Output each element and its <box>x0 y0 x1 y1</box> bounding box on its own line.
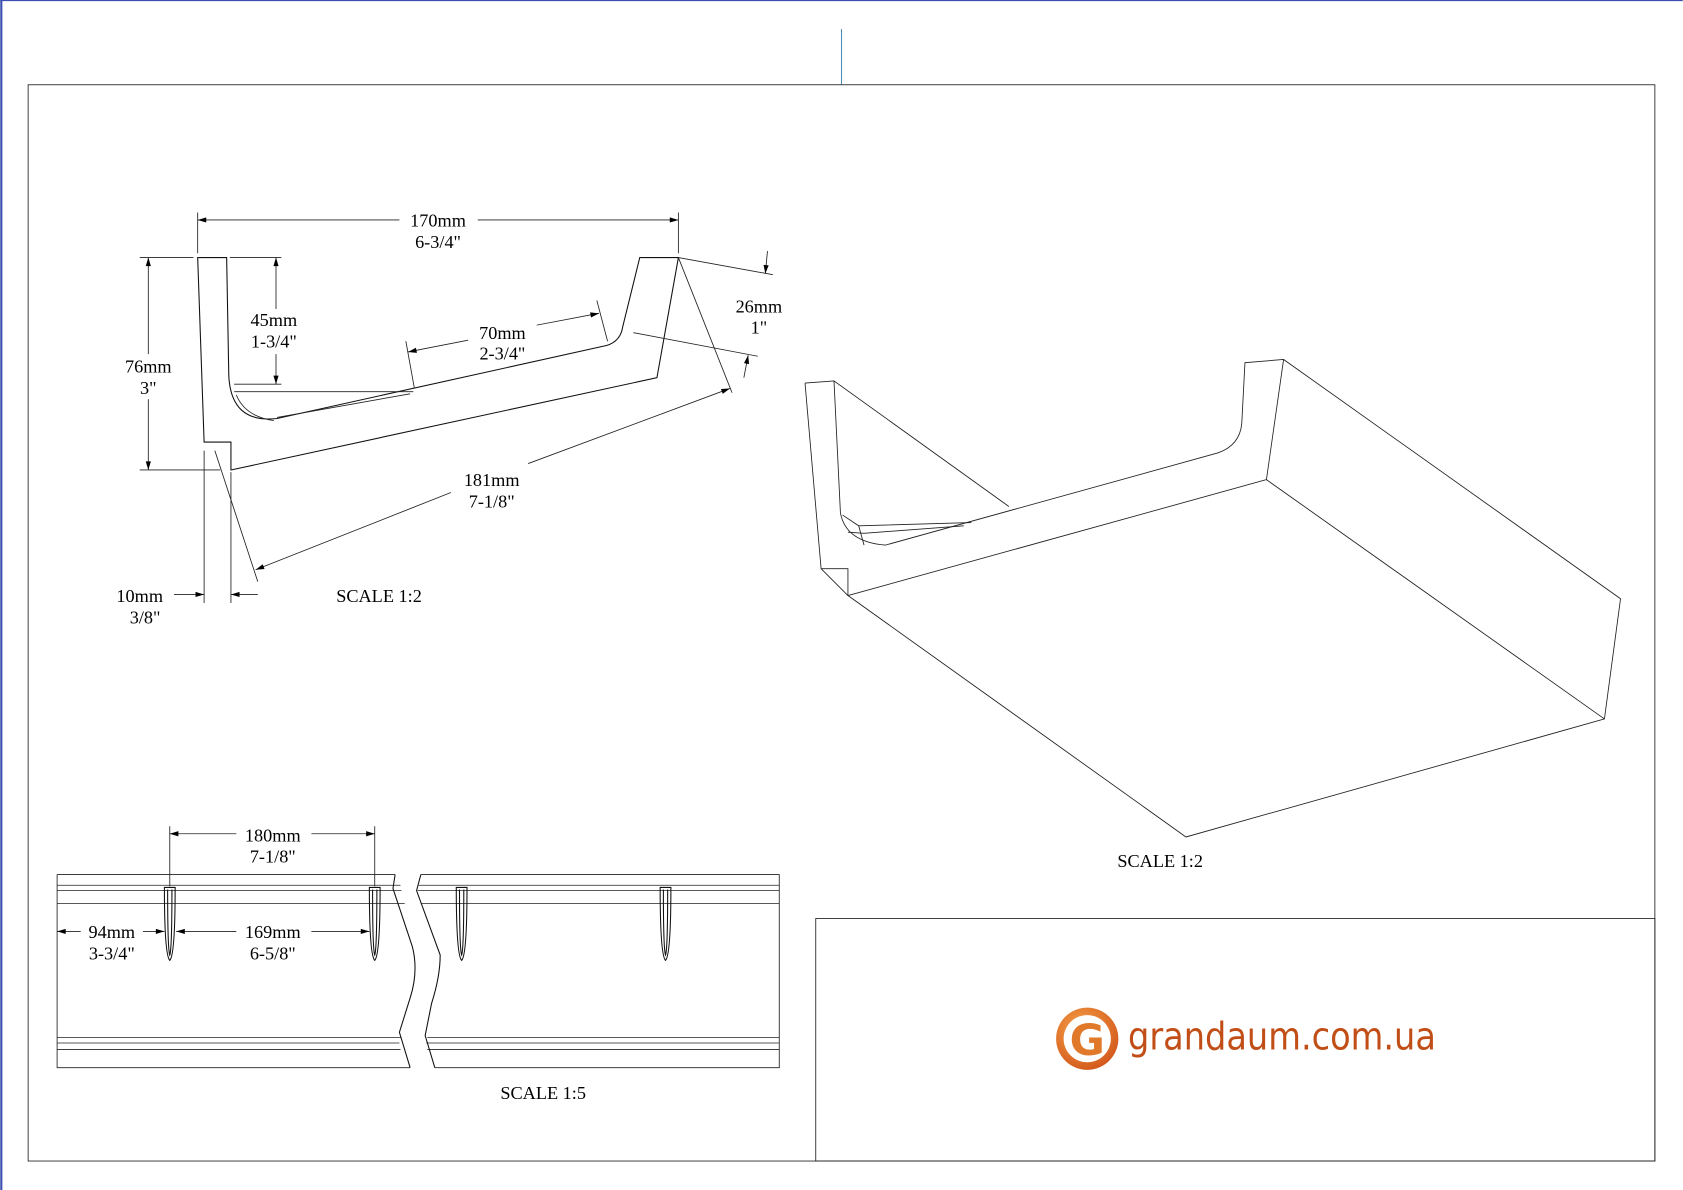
iso-view: SCALE 1:2 <box>804 359 1621 871</box>
title-block <box>815 918 1656 1162</box>
break-line-left <box>392 874 416 1068</box>
brand-logo: G grandaum.com.ua <box>1056 1007 1436 1070</box>
logo-text: grandaum.com.ua <box>1128 1014 1436 1059</box>
dim-slot-mm: 169mm <box>245 922 301 942</box>
dim-lip-mm: 26mm <box>736 296 783 316</box>
logo-letter: G <box>1070 1016 1105 1066</box>
dim-height-mm: 76mm <box>125 356 172 376</box>
break-line-right <box>416 874 441 1068</box>
dim-width-in: 6-3/4" <box>415 232 461 252</box>
dim-edge-mm: 94mm <box>89 922 136 942</box>
dim-slot-in: 6-5/8" <box>250 943 296 963</box>
dim-lip-in: 1" <box>751 318 768 338</box>
dim-wall-mm: 10mm <box>116 586 163 606</box>
profile-outline <box>197 256 680 471</box>
plan-scale-label: SCALE 1:5 <box>500 1083 586 1103</box>
dim-pitch-in: 7-1/8" <box>250 847 296 867</box>
plan-view: 180mm 7-1/8" 94mm 3-3/4" 169mm 6-5/8" SC… <box>56 825 780 1103</box>
dim-pitch-mm: 180mm <box>245 825 301 845</box>
dim-floor-in: 2-3/4" <box>479 343 525 363</box>
dim-depth-in: 1-3/4" <box>251 332 297 352</box>
section-view: 170mm 6-3/4" 76mm 3" 45mm 1-3/4" 70mm 2-… <box>116 210 782 627</box>
drawing-border <box>27 84 1656 1162</box>
iso-scale-label: SCALE 1:2 <box>1117 851 1203 871</box>
dim-diagonal-in: 7-1/8" <box>469 492 515 512</box>
dim-height-in: 3" <box>140 378 157 398</box>
dim-edge-in: 3-3/4" <box>89 943 135 963</box>
section-scale-label: SCALE 1:2 <box>336 586 422 606</box>
dim-depth-mm: 45mm <box>251 310 298 330</box>
seat-line <box>234 391 414 422</box>
mounting-slots <box>163 886 672 962</box>
dim-width-mm: 170mm <box>410 210 466 230</box>
dim-diagonal-mm: 181mm <box>464 470 520 490</box>
dim-wall-in: 3/8" <box>130 607 161 627</box>
dim-floor-mm: 70mm <box>479 323 526 343</box>
